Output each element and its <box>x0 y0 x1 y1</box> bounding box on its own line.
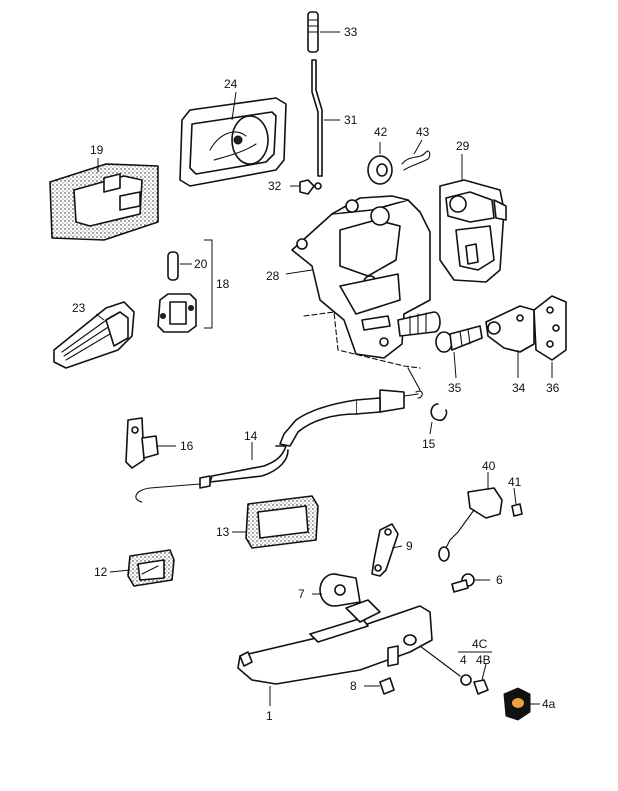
label-43: 43 <box>416 125 430 139</box>
part-15-circlip <box>430 403 448 422</box>
label-6: 6 <box>496 573 503 587</box>
label-33: 33 <box>344 25 358 39</box>
part-18-bracket <box>157 293 197 333</box>
part-28-lock-mechanism <box>291 195 441 391</box>
part-29-lock-cover <box>439 179 507 283</box>
part-24-inner-bezel <box>179 97 287 187</box>
part-36-mounting-plate <box>533 295 567 361</box>
part-40-linkage <box>438 487 503 562</box>
part-8-clip <box>379 677 395 695</box>
label-15: 15 <box>422 437 436 451</box>
bracket-18 <box>204 239 213 329</box>
part-1-outer-handle <box>237 599 433 685</box>
label-40: 40 <box>482 459 496 473</box>
label-34: 34 <box>512 381 526 395</box>
label-4: 4 <box>460 653 467 667</box>
label-24: 24 <box>224 77 238 91</box>
label-7: 7 <box>298 587 305 601</box>
label-8: 8 <box>350 679 357 693</box>
label-19: 19 <box>90 143 104 157</box>
label-32: 32 <box>268 179 282 193</box>
part-16-cable-bracket <box>125 417 159 469</box>
part-23-pull-handle <box>53 301 135 369</box>
part-12-small-gasket <box>127 549 175 587</box>
label-36: 36 <box>546 381 560 395</box>
part-42-bushing <box>367 155 393 185</box>
part-31-operating-rod <box>311 59 323 177</box>
part-33-rod-end <box>307 11 319 53</box>
label-41: 41 <box>508 475 522 489</box>
label-35: 35 <box>448 381 462 395</box>
label-4c: 4C <box>472 637 488 651</box>
part-35-bolt <box>435 325 483 353</box>
label-13: 13 <box>216 525 230 539</box>
part-19-foam-pad <box>49 163 159 241</box>
label-4a: 4a <box>542 697 556 711</box>
label-31: 31 <box>344 113 358 127</box>
label-20: 20 <box>194 257 208 271</box>
label-23: 23 <box>72 301 86 315</box>
part-41-small-screw <box>511 503 523 517</box>
part-34-striker <box>485 305 535 353</box>
label-42: 42 <box>374 125 388 139</box>
part-labels: 33 31 24 19 42 43 29 32 20 18 28 23 35 3… <box>72 25 560 723</box>
part-4-pin-assembly <box>419 645 489 695</box>
part-9-lever <box>371 523 399 577</box>
part-32-clip <box>299 179 322 195</box>
leader-lines <box>95 31 553 706</box>
part-20-pin <box>167 251 179 281</box>
label-16: 16 <box>180 439 194 453</box>
label-29: 29 <box>456 139 470 153</box>
label-9: 9 <box>406 539 413 553</box>
label-4b: 4B <box>476 653 491 667</box>
label-12: 12 <box>94 565 108 579</box>
label-1: 1 <box>266 709 273 723</box>
part-4a-cap <box>503 687 531 721</box>
label-14: 14 <box>244 429 258 443</box>
label-18: 18 <box>216 277 230 291</box>
part-14-cable <box>135 389 423 503</box>
part-7-lock-cylinder <box>319 573 361 607</box>
part-13-gasket <box>245 495 319 549</box>
part-6-screw <box>451 573 475 593</box>
part-43-spring-clip <box>401 150 431 171</box>
label-28: 28 <box>266 269 280 283</box>
